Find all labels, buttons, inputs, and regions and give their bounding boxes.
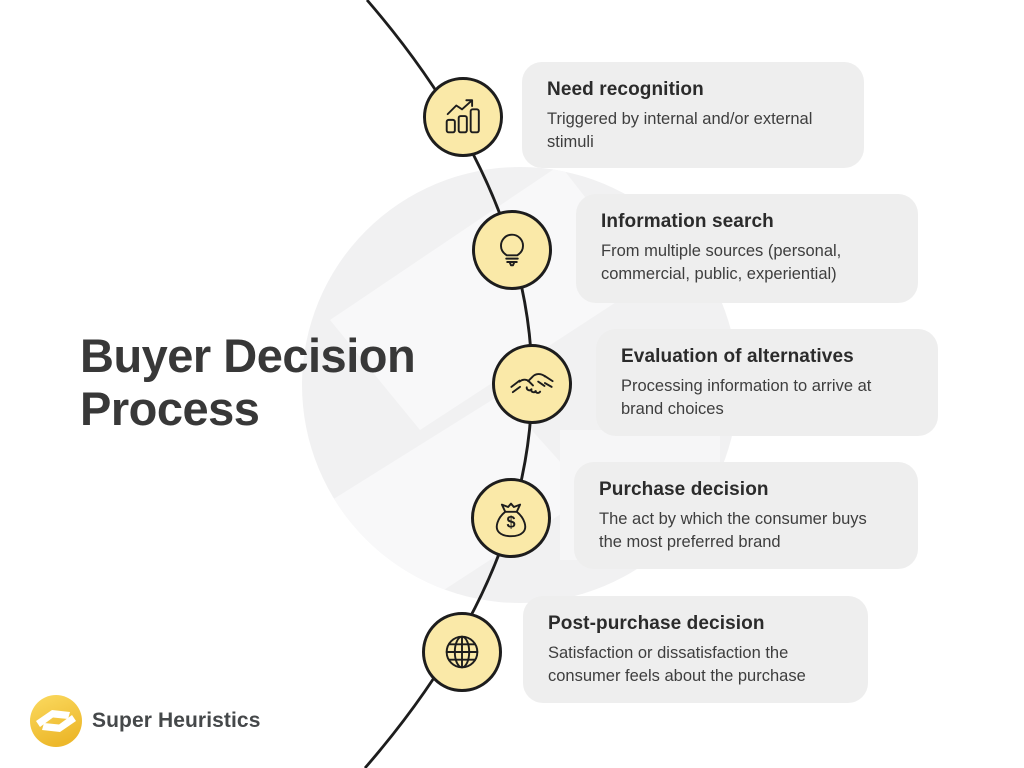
step-2-circle: [472, 210, 552, 290]
step-card: Information search From multiple sources…: [576, 194, 918, 303]
step-description: Triggered by internal and/or external st…: [547, 110, 813, 151]
step-title: Post-purchase decision: [548, 613, 765, 634]
step-card: Post-purchase decision Satisfaction or d…: [523, 596, 868, 703]
brand-logo: Super Heuristics: [30, 695, 261, 747]
globe-icon: [445, 635, 479, 669]
handshake-icon: [510, 373, 554, 394]
page-title-line2: Process: [80, 381, 260, 435]
step-card: Need recognition Triggered by internal a…: [522, 62, 864, 168]
step-title: Need recognition: [547, 79, 704, 100]
step-title: Evaluation of alternatives: [621, 346, 854, 367]
step-title: Purchase decision: [599, 479, 769, 500]
step-3-circle: [492, 344, 572, 424]
lightbulb-icon: [500, 233, 524, 267]
step-card: Evaluation of alternatives Processing in…: [596, 329, 938, 436]
dollar-sign: $: [506, 514, 515, 532]
brand-name: Super Heuristics: [92, 709, 261, 732]
step-5-circle: [422, 612, 502, 692]
money-bag-icon: $: [495, 502, 527, 538]
step-card: Purchase decision The act by which the c…: [574, 462, 918, 569]
step-description: From multiple sources (personal, commerc…: [601, 242, 842, 283]
page-title: Buyer Decision Process: [80, 329, 470, 435]
step-description: Processing information to arrive at bran…: [621, 377, 872, 418]
bar-chart-growth-icon: [445, 99, 480, 134]
step-description: The act by which the consumer buys the m…: [599, 510, 867, 551]
step-4-circle: $: [471, 478, 551, 558]
step-1-circle: [423, 77, 503, 157]
logo-mark-icon: [30, 695, 82, 747]
step-title: Information search: [601, 211, 774, 232]
page-title-line1: Buyer Decision: [80, 329, 416, 382]
step-description: Satisfaction or dissatisfaction the cons…: [548, 644, 806, 685]
